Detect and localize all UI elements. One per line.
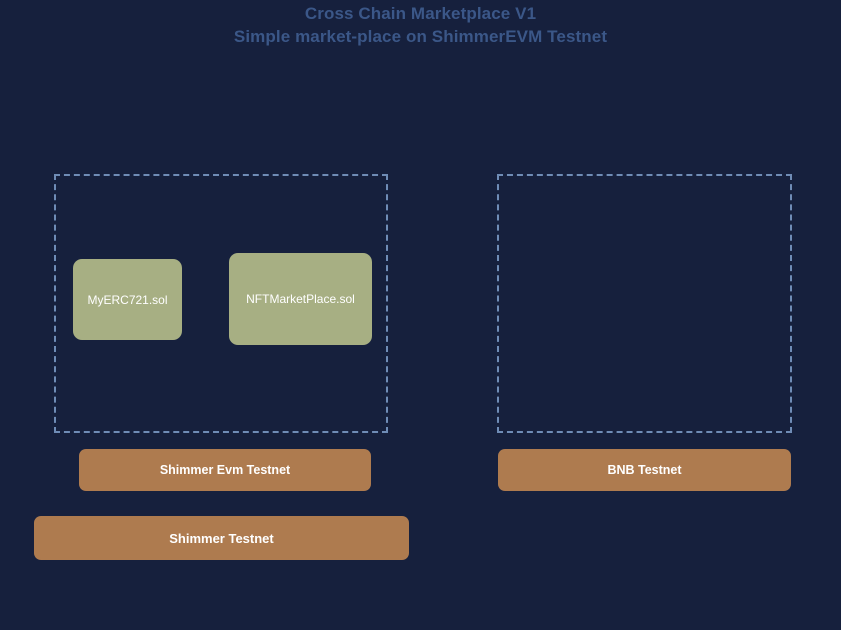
contract-label: NFTMarketPlace.sol: [246, 292, 355, 306]
contract-label: MyERC721.sol: [87, 292, 168, 307]
contract-node-myerc721[interactable]: MyERC721.sol: [73, 259, 182, 340]
network-label: Shimmer Evm Testnet: [159, 462, 291, 477]
title-line-primary: Cross Chain Marketplace V1: [304, 4, 537, 23]
title-line-secondary: Simple market-place on ShimmerEVM Testne…: [233, 27, 608, 46]
group-container-bnb: [497, 174, 792, 433]
network-label: Shimmer Testnet: [169, 530, 274, 546]
network-label: BNB Testnet: [607, 462, 682, 477]
network-bar-shimmer-evm-testnet[interactable]: Shimmer Evm Testnet: [79, 449, 371, 491]
network-bar-bnb-testnet[interactable]: BNB Testnet: [498, 449, 791, 491]
group-container-shimmer-evm: [54, 174, 388, 433]
network-bar-shimmer-testnet[interactable]: Shimmer Testnet: [34, 516, 409, 560]
contract-node-nftmarketplace[interactable]: NFTMarketPlace.sol: [229, 253, 372, 345]
page-title: Cross Chain Marketplace V1 Simple market…: [0, 0, 841, 48]
